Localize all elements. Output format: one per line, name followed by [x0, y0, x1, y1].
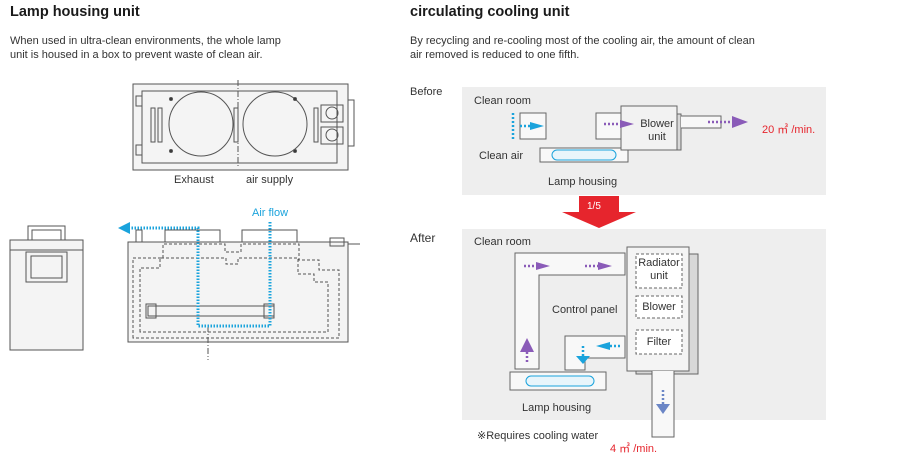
right-description: By recycling and re-cooling most of the … — [410, 35, 755, 61]
control-panel-label: Control panel — [552, 304, 618, 316]
before-lamp-housing-label: Lamp housing — [548, 176, 618, 188]
after-clean-room-label: Clean room — [474, 236, 531, 248]
lamp-housing-side-view — [9, 225, 84, 351]
radiator-unit-label: Radiator unit — [638, 257, 680, 282]
after-label: After — [410, 231, 436, 245]
before-flow-rate: 20 ㎥ /min. — [762, 124, 816, 136]
before-label: Before — [410, 86, 443, 98]
air-flow-label: Air flow — [252, 207, 289, 219]
after-flow-rate: 4 ㎥ /min. — [610, 443, 658, 455]
reduction-arrow — [562, 196, 636, 228]
ratio-label: 1/5 — [587, 201, 601, 212]
air-flow-arrowhead — [118, 222, 130, 234]
lamp-housing-top-view — [132, 80, 355, 171]
air-flow-path — [130, 222, 272, 328]
before-blower-unit-label: Blower unit — [640, 118, 674, 143]
left-heading: Lamp housing unit — [10, 4, 140, 20]
left-description: When used in ultra-clean environments, t… — [10, 35, 281, 61]
after-lamp-housing-label: Lamp housing — [522, 402, 592, 414]
exhaust-label: Exhaust — [174, 174, 214, 186]
blower-label: Blower — [642, 301, 676, 313]
before-clean-room-label: Clean room — [474, 95, 531, 107]
air-supply-label: air supply — [246, 174, 294, 186]
right-heading: circulating cooling unit — [410, 4, 570, 20]
filter-label: Filter — [646, 336, 672, 348]
before-clean-air-label: Clean air — [479, 150, 524, 162]
cooling-water-note: ※Requires cooling water — [477, 430, 599, 442]
